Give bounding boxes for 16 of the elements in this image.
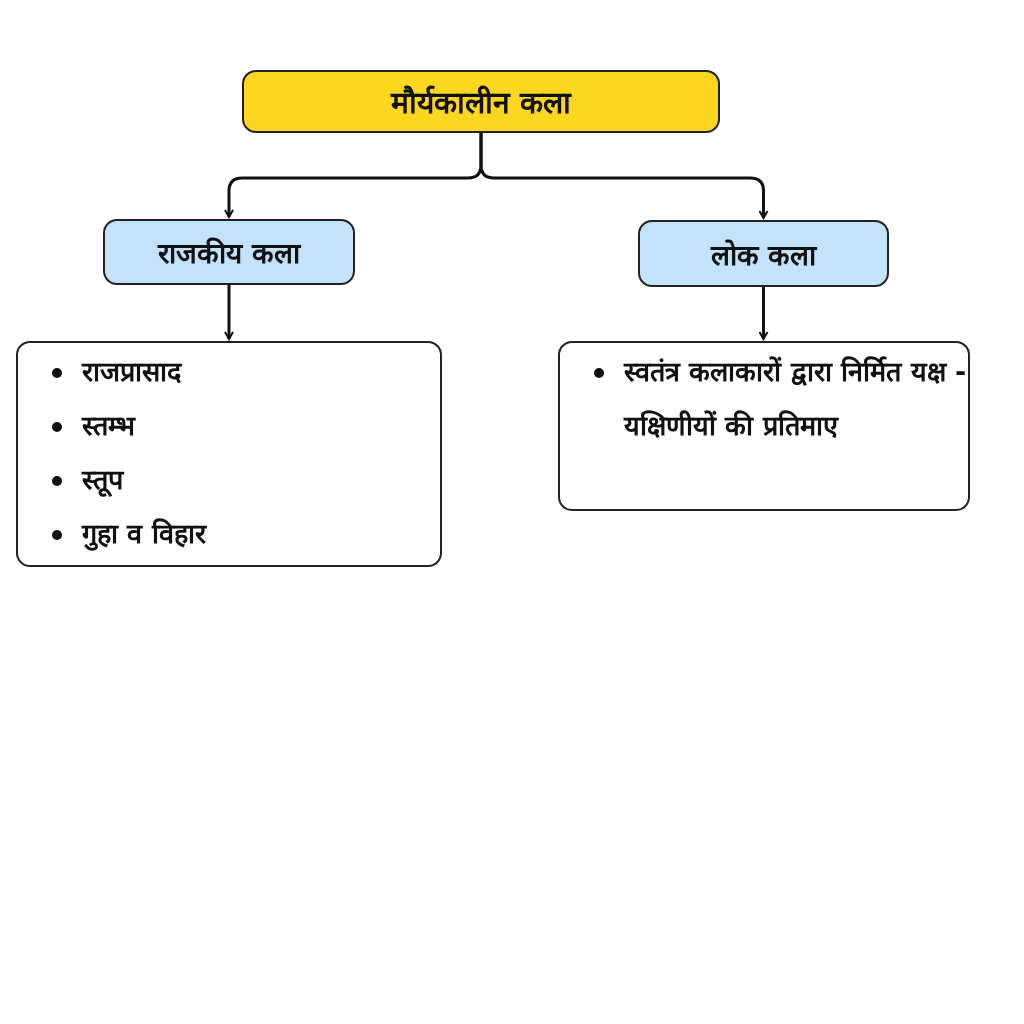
title-text: मौर्यकालीन कला — [390, 84, 572, 122]
list-item-text: गुहा व विहार — [82, 517, 206, 553]
category-label: लोक कला — [710, 237, 817, 273]
category-label: राजकीय कला — [158, 236, 300, 271]
list-item-text: स्तम्भ — [82, 409, 135, 443]
arrow — [479, 133, 769, 219]
list-item-text: राजप्रासाद — [82, 355, 181, 389]
category-box — [103, 219, 355, 285]
arrow — [758, 287, 769, 340]
list-box — [16, 341, 442, 567]
arrow — [224, 285, 234, 340]
list-item-text: स्वतंत्र कलाकारों द्वारा निर्मित यक्ष - यक्षिणीयों की प्रतिमाए — [624, 355, 968, 443]
list-box — [558, 341, 970, 511]
category-box — [638, 220, 889, 287]
title-box — [242, 70, 720, 133]
list-item-text: स्तूप — [82, 463, 123, 499]
